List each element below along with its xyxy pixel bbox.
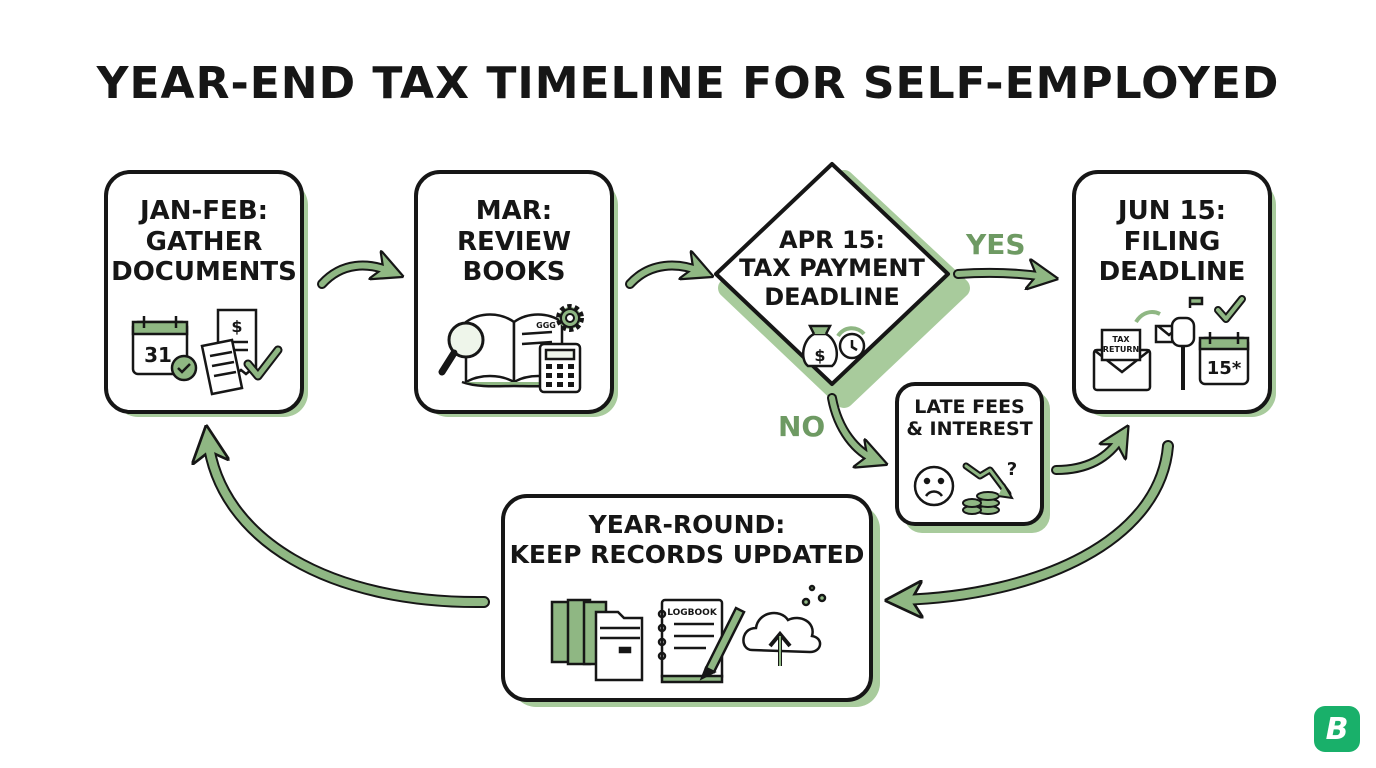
- late-fees-line-1: LATE FEES: [914, 396, 1025, 418]
- year-round-label: YEAR-ROUND: KEEP RECORDS UPDATED: [503, 510, 871, 569]
- folders-icon: [550, 598, 644, 682]
- jun-15-line-1: JUN 15:: [1117, 196, 1227, 226]
- logbook-text: LOGBOOK: [667, 608, 718, 618]
- tax-return-line-1: TAX: [1112, 335, 1130, 344]
- apr-15-line-3: DEADLINE: [764, 282, 900, 311]
- calendar-day-text: 31: [144, 343, 172, 367]
- tax-return-line-2: RETURN: [1103, 345, 1139, 354]
- brand-logo: B: [1314, 706, 1360, 752]
- late-fees-line-2: & INTEREST: [906, 418, 1033, 441]
- mailbox-icon: [1134, 296, 1204, 390]
- jun-15-line-3: DEADLINE: [1098, 257, 1246, 288]
- page-title: YEAR-END TAX TIMELINE FOR SELF-EMPLOYED: [96, 58, 1280, 109]
- jan-feb-label: JAN-FEB: GATHER DOCUMENTS: [106, 196, 302, 288]
- jan-feb-line-3: DOCUMENTS: [111, 257, 297, 288]
- arrow-jun-to-year-round: [900, 440, 1174, 600]
- jun-15-label: JUN 15: FILING DEADLINE: [1074, 196, 1270, 288]
- calendar-icon: 31: [131, 316, 198, 382]
- clock-icon: [836, 326, 866, 360]
- calendar-icon: 15*: [1198, 332, 1250, 386]
- year-round-line-1: YEAR-ROUND:: [588, 510, 786, 539]
- pen-icon: [699, 606, 746, 681]
- mar-label: MAR: REVIEW BOOKS: [416, 196, 612, 288]
- yes-label: YES: [966, 228, 1026, 261]
- logbook-icon: LOGBOOK: [657, 598, 724, 684]
- receipt-icon: $: [200, 308, 258, 396]
- jan-feb-line-2: GATHER: [145, 226, 263, 257]
- apr-15-line-2: TAX PAYMENT: [739, 254, 925, 283]
- money-symbol: $: [814, 346, 825, 365]
- year-round-line-2: KEEP RECORDS UPDATED: [509, 539, 865, 569]
- arrow-yes: [953, 273, 1046, 277]
- mar-line-3: BOOKS: [462, 257, 566, 288]
- calendar-day-text: 15*: [1207, 358, 1242, 379]
- cloud-upload-icon: [742, 584, 827, 666]
- apr-15-line-1: APR 15:: [779, 226, 885, 254]
- coins-icon: [962, 491, 1000, 515]
- arrow-year-round-to-janfeb: [208, 440, 490, 609]
- brand-logo-letter: B: [1325, 711, 1349, 747]
- late-fees-label: LATE FEES & INTEREST: [897, 396, 1042, 441]
- sad-face-icon: [913, 465, 955, 507]
- jun-15-line-2: FILING: [1123, 226, 1221, 257]
- arrow-no: [827, 393, 876, 460]
- arrow-late-to-jun: [1051, 436, 1122, 475]
- book-text: GGG: [536, 321, 556, 330]
- question-mark: ?: [1007, 459, 1017, 480]
- money-bag-icon: $: [801, 324, 839, 368]
- mar-line-2: REVIEW: [456, 226, 572, 257]
- apr-15-label: APR 15: TAX PAYMENT DEADLINE: [716, 226, 948, 311]
- arrow-mar-to-apr: [625, 266, 702, 289]
- mar-line-1: MAR:: [475, 196, 553, 226]
- svg-text:$: $: [231, 317, 242, 336]
- down-arrow-icon: ?: [962, 459, 1017, 500]
- envelope-icon: TAX RETURN: [1092, 328, 1152, 392]
- checkmark-icon: [1214, 295, 1246, 323]
- magnifier-icon: [438, 321, 485, 376]
- jan-feb-line-1: JAN-FEB:: [139, 196, 269, 226]
- gear-icon: [556, 304, 584, 332]
- calculator-icon: [538, 342, 582, 394]
- arrow-janfeb-to-mar: [317, 266, 392, 289]
- node-apr-15: [714, 162, 970, 408]
- no-label: NO: [778, 410, 826, 443]
- checkmark-icon: [243, 345, 283, 381]
